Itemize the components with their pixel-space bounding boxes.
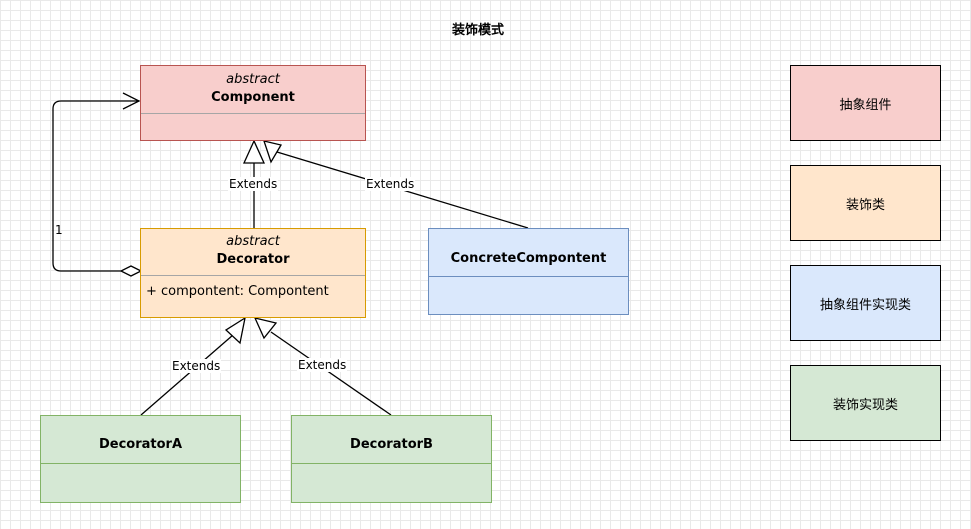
legend-abstract-component-label: 抽象组件: [839, 97, 892, 113]
concrete-component-class[interactable]: ConcreteCompontent: [428, 228, 629, 315]
legend-abstract-component[interactable]: 抽象组件: [790, 65, 941, 141]
decorator-a-extends-label: Extends: [171, 359, 222, 373]
legend-decorator-impl[interactable]: 装饰实现类: [790, 365, 941, 441]
aggregation-multiplicity-label: 1: [55, 223, 63, 237]
concrete-extends-label: Extends: [365, 177, 416, 191]
decorator-a-name: DecoratorA: [98, 437, 183, 452]
decorator-a-class[interactable]: DecoratorA: [40, 415, 241, 503]
decorator-b-header: DecoratorB: [292, 436, 491, 454]
concrete-component-divider: [429, 276, 628, 277]
component-name: Component: [211, 90, 295, 105]
concrete-extends-arrowhead: [263, 140, 283, 164]
component-stereotype: abstract: [226, 72, 280, 87]
concrete-component-name: ConcreteCompontent: [450, 251, 607, 266]
concrete-component-header: ConcreteCompontent: [429, 250, 628, 268]
decorator-divider: [141, 275, 365, 276]
decorator-b-divider: [292, 463, 491, 464]
decorator-b-name: DecoratorB: [350, 437, 433, 452]
decorator-a-header: DecoratorA: [41, 436, 240, 454]
aggregation-diamond: [119, 265, 143, 277]
decorator-header: abstract Decorator: [141, 233, 365, 269]
decorator-a-divider: [41, 463, 240, 464]
decorator-name: Decorator: [216, 252, 290, 267]
legend-component-impl[interactable]: 抽象组件实现类: [790, 265, 941, 341]
aggregation-arrowhead: [122, 92, 141, 110]
decorator-b-extends-label: Extends: [297, 358, 348, 372]
legend-component-impl-label: 抽象组件实现类: [819, 297, 911, 313]
component-header: abstract Component: [141, 71, 365, 107]
decorator-extends-label: Extends: [228, 177, 279, 191]
decorator-b-extends-arrowhead: [253, 317, 278, 340]
legend-decorator-impl-label: 装饰实现类: [832, 397, 898, 413]
decorator-stereotype: abstract: [226, 234, 280, 249]
decorator-attribute: + compontent: Compontent: [146, 284, 329, 299]
legend-decorator-class[interactable]: 装饰类: [790, 165, 941, 241]
diagram-title: 装饰模式: [451, 23, 504, 38]
decorator-b-class[interactable]: DecoratorB: [291, 415, 492, 503]
decorator-a-extends-edge: [140, 334, 234, 416]
decorator-extends-arrowhead: [242, 139, 266, 164]
component-divider: [141, 113, 365, 114]
aggregation-edge: [52, 100, 139, 272]
decorator-class[interactable]: abstract Decorator + compontent: Compont…: [140, 228, 366, 318]
decorator-b-extends-edge: [270, 331, 392, 416]
component-class[interactable]: abstract Component: [140, 65, 366, 141]
decorator-a-extends-arrowhead: [224, 316, 246, 345]
legend-decorator-class-label: 装饰类: [845, 197, 885, 213]
